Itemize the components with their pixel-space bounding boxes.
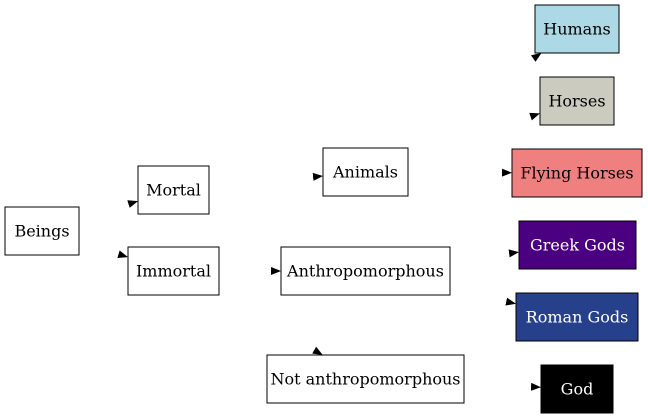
node-flying-horses[interactable]: Flying Horses — [511, 148, 643, 198]
node-label: Roman Gods — [526, 308, 629, 327]
node-label: God — [561, 380, 594, 399]
node-not-anthropomorphous[interactable]: Not anthropomorphous — [266, 354, 465, 404]
edge-mortal-to-animals — [312, 172, 323, 181]
node-god[interactable]: God — [540, 364, 614, 414]
edges — [117, 53, 542, 391]
node-humans[interactable]: Humans — [534, 4, 620, 54]
node-label: Not anthropomorphous — [270, 370, 460, 389]
node-immortal[interactable]: Immortal — [127, 246, 220, 296]
node-label: Beings — [14, 222, 69, 241]
node-label: Anthropomorphous — [286, 262, 444, 281]
node-label: Flying Horses — [520, 164, 633, 183]
edge-not_anthropomorphous-to-god — [530, 382, 541, 391]
edge-beings-to-mortal — [127, 200, 138, 208]
node-mortal[interactable]: Mortal — [137, 165, 210, 215]
node-roman-gods[interactable]: Roman Gods — [515, 292, 639, 342]
node-greek-gods[interactable]: Greek Gods — [518, 220, 637, 270]
node-label: Horses — [548, 92, 605, 111]
node-animals[interactable]: Animals — [322, 147, 409, 197]
edge-immortal-to-not_anthropomorphous — [312, 346, 323, 355]
node-horses[interactable]: Horses — [539, 76, 615, 126]
edge-beings-to-immortal — [117, 250, 128, 259]
node-label: Immortal — [136, 262, 211, 281]
node-beings[interactable]: Beings — [4, 206, 80, 256]
edge-anthropomorphous-to-greek_gods — [508, 249, 519, 258]
edge-anthropomorphous-to-roman_gods — [505, 297, 516, 306]
node-label: Animals — [332, 163, 398, 182]
node-label: Humans — [543, 20, 610, 39]
edge-animals-to-humans — [530, 53, 542, 62]
node-label: Mortal — [146, 181, 201, 200]
node-anthropomorphous[interactable]: Anthropomorphous — [280, 246, 451, 296]
node-label: Greek Gods — [530, 236, 625, 255]
